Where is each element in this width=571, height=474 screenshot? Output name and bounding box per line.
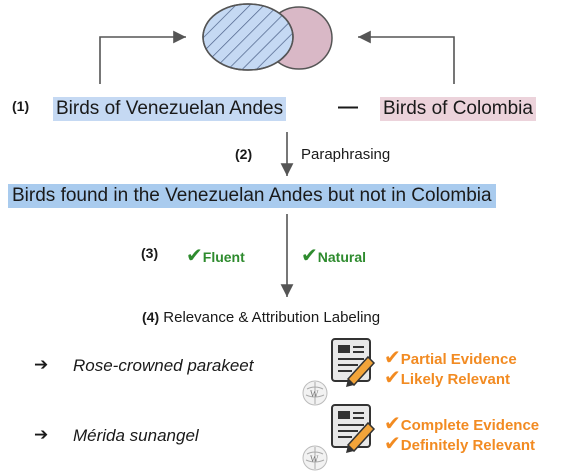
wikipedia-globe-icon: W: [302, 445, 328, 471]
evidence-label: Partial Evidence: [400, 351, 517, 368]
document-edit-icon: [331, 338, 376, 387]
check-icon: ✔: [384, 367, 401, 389]
entity-name: Mérida sunangel: [73, 426, 199, 445]
set-difference-operator: —: [338, 96, 358, 118]
check-icon: ✔: [384, 413, 401, 435]
step1-label: (1): [12, 98, 30, 114]
fluent-label: Fluent: [202, 249, 245, 265]
document-edit-icon: [331, 404, 376, 453]
venn-diagram-icon: [202, 3, 333, 71]
entity-labels: ✔Complete Evidence ✔Definitely Relevant: [384, 413, 540, 455]
entity-name: Rose-crowned parakeet: [73, 356, 254, 375]
evidence-label: Complete Evidence: [400, 417, 540, 434]
set-a-text: Birds of Venezuelan Andes: [53, 97, 287, 121]
step2-text: Paraphrasing: [301, 146, 391, 163]
step2-label: (2): [235, 146, 253, 162]
connector-right-arrow: [358, 30, 455, 84]
relevance-label: Definitely Relevant: [400, 437, 535, 454]
bullet-arrow-icon: ➔: [34, 425, 49, 444]
check-icon: ✔: [186, 245, 203, 267]
step3-label: (3): [141, 245, 159, 261]
step4-label: (4): [142, 309, 160, 325]
check-icon: ✔: [384, 433, 401, 455]
check-icon: ✔: [384, 347, 401, 369]
entity-labels: ✔Partial Evidence ✔Likely Relevant: [384, 347, 517, 389]
natural-label: Natural: [317, 249, 366, 265]
step4-text: Relevance & Attribution Labeling: [163, 309, 381, 326]
svg-text:W: W: [310, 454, 319, 464]
check-icon: ✔: [301, 245, 318, 267]
natural-check: ✔Natural: [301, 243, 366, 268]
connector-left-arrow: [99, 30, 186, 84]
svg-text:W: W: [310, 389, 319, 399]
set-b-text: Birds of Colombia: [380, 97, 536, 121]
relevance-label: Likely Relevant: [400, 371, 510, 388]
fluent-check: ✔Fluent: [186, 243, 245, 268]
query-text: Birds found in the Venezuelan Andes but …: [8, 184, 496, 208]
step4-heading: (4) Relevance & Attribution Labeling: [142, 309, 380, 326]
wikipedia-globe-icon: W: [302, 380, 328, 406]
bullet-arrow-icon: ➔: [34, 355, 49, 374]
